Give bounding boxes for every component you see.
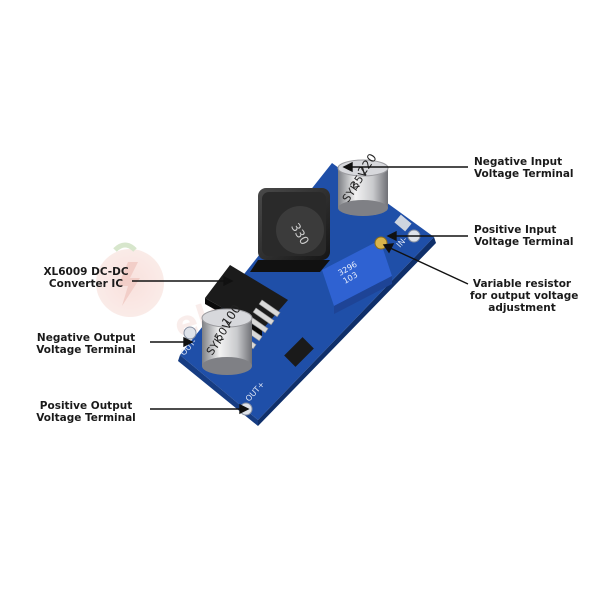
label-variable-resistor: Variable resistor for output voltage adj…	[470, 278, 579, 314]
output-capacitor: 100 50V SYK	[201, 302, 253, 375]
label-variable-resistor-line1: Variable resistor	[472, 278, 572, 290]
label-variable-resistor-line2: for output voltage	[470, 290, 579, 302]
label-ic-line1: XL6009 DC-DC	[43, 266, 129, 278]
label-positive-output-line2: Voltage Terminal	[36, 412, 136, 424]
watermark-logo	[96, 242, 164, 317]
label-positive-output: Positive Output Voltage Terminal	[24, 400, 148, 424]
label-negative-output-line2: Voltage Terminal	[36, 344, 136, 356]
label-ic-line2: Converter IC	[48, 278, 124, 290]
label-negative-output: Negative Output Voltage Terminal	[24, 332, 148, 356]
callout-arrows	[132, 161, 469, 415]
diode-component	[284, 337, 314, 367]
label-positive-input: Positive Input Voltage Terminal	[474, 224, 574, 248]
potentiometer: 103 3296	[322, 236, 392, 314]
inductor: 330	[250, 188, 330, 272]
label-positive-input-line1: Positive Input	[474, 224, 557, 236]
label-positive-output-line1: Positive Output	[39, 400, 133, 412]
label-ic: XL6009 DC-DC Converter IC	[40, 266, 132, 290]
label-negative-input: Negative Input Voltage Terminal	[474, 156, 574, 180]
label-negative-input-line2: Voltage Terminal	[474, 168, 574, 180]
label-negative-input-line1: Negative Input	[474, 156, 563, 168]
arrow-var-resistor	[387, 246, 469, 285]
label-positive-input-line2: Voltage Terminal	[474, 236, 574, 248]
label-variable-resistor-line3: adjustment	[488, 302, 556, 314]
label-negative-output-line1: Negative Output	[36, 332, 136, 344]
input-capacitor: 220 35V SYK	[337, 151, 389, 216]
